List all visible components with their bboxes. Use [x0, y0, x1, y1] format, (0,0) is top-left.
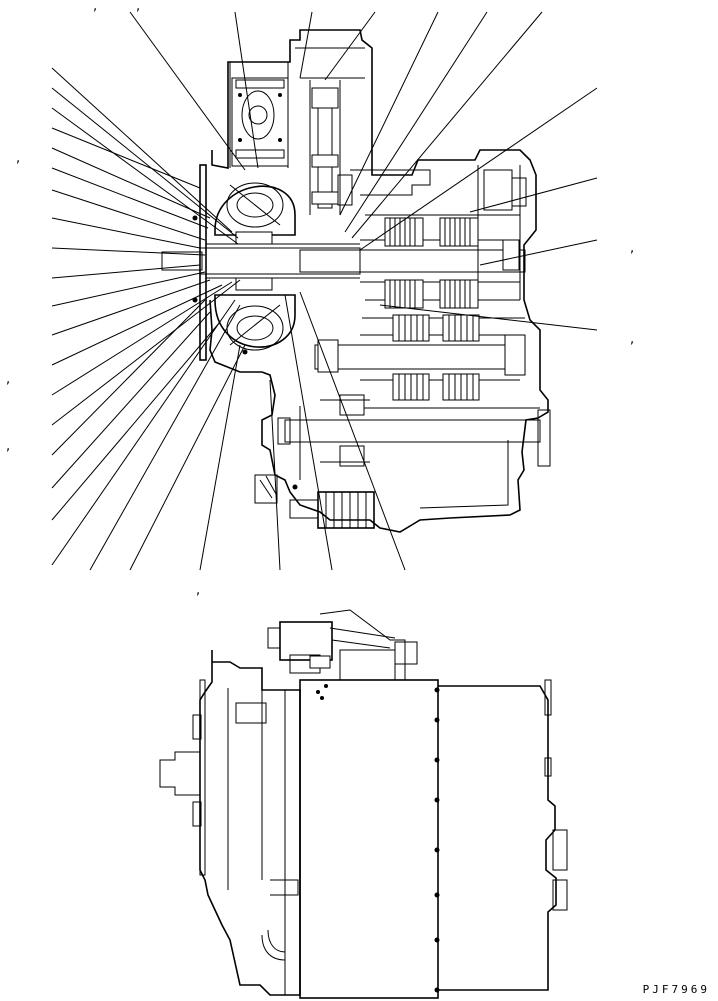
callout-mark: ,	[93, 0, 98, 14]
counter-shaft	[314, 344, 526, 370]
callout-mark: ,	[136, 0, 141, 14]
callout-mark: ,	[196, 583, 201, 598]
exterior-view	[159, 609, 568, 999]
torque-converter-lower	[214, 294, 296, 348]
callout-mark: ,	[6, 439, 11, 454]
callout-mark: ,	[16, 151, 21, 166]
drawing-code: PJF7969	[642, 983, 710, 996]
callout-mark: ,	[6, 372, 11, 387]
callout-mark: ,	[630, 241, 635, 256]
control-valve	[279, 621, 333, 661]
input-shaft	[299, 249, 526, 273]
clutch-pack-1	[384, 217, 479, 309]
leader-lines	[51, 11, 598, 571]
sectional-view	[161, 29, 551, 533]
clutch-pack-2	[392, 314, 480, 401]
valve-block	[231, 77, 289, 167]
callout-mark: ,	[630, 332, 635, 347]
torque-converter-upper	[214, 185, 296, 236]
rear-housing	[438, 685, 557, 991]
transmission-case	[299, 679, 439, 999]
output-shaft	[284, 419, 541, 443]
